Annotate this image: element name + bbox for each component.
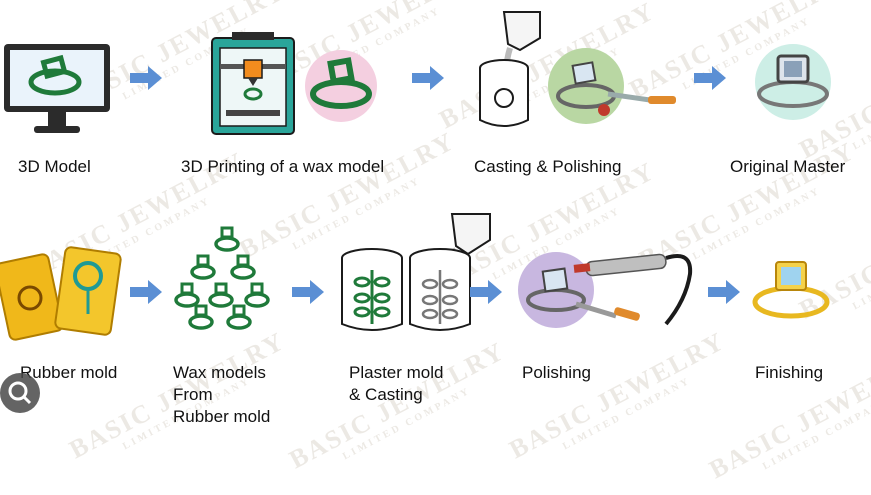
wax-ring-pink-icon [305,50,377,122]
step-label-plaster-mold: Plaster mold & Casting [349,362,443,406]
wax-models-tree-icon [174,226,270,330]
arrow-right-icon [292,280,324,304]
lens-search-button[interactable] [0,373,40,413]
plaster-mold-icon [341,248,403,331]
step-label-3d-model: 3D Model [18,157,91,176]
step-label-original-master: Original Master [730,157,846,176]
lens-icon [8,381,32,405]
polishing-ring-tool-icon [548,48,676,124]
step-label-casting-polishing: Casting & Polishing [474,157,622,176]
label-line: From [173,385,213,404]
monitor-3d-model-icon [4,44,110,133]
casting-pour-icon [409,213,491,331]
label-line: Rubber mold [173,407,271,426]
3d-printer-icon [211,32,295,135]
wax-ring-icon [226,304,252,330]
wax-ring-icon [190,254,216,280]
casting-cylinder-icon [479,11,541,127]
polishing-drill-icon [518,252,693,328]
step-label-wax-models: Wax models From Rubber mold [173,362,270,428]
label-line: & Casting [349,385,423,404]
step-label-finishing: Finishing [755,363,824,382]
label-line: Wax models [173,363,266,382]
wax-ring-icon [188,304,214,330]
wax-ring-icon [174,282,200,308]
arrow-right-icon [130,280,162,304]
arrow-right-icon [130,66,162,90]
wax-ring-icon [214,226,240,252]
original-master-ring-icon [755,44,831,120]
step-label-rubber-mold: Rubber mold [20,363,118,382]
arrow-right-icon [694,66,726,90]
finished-gold-ring-icon [752,261,830,319]
wax-ring-icon [244,282,270,308]
step-label-polishing: Polishing [522,363,591,382]
label-line: Plaster mold [349,363,444,382]
arrow-right-icon [708,280,740,304]
arrow-right-icon [412,66,444,90]
wax-ring-icon [208,282,234,308]
step-label-3d-printing: 3D Printing of a wax model [181,157,385,176]
wax-ring-icon [230,254,256,280]
rubber-mold-icon [0,246,122,341]
arrow-right-icon [470,280,502,304]
